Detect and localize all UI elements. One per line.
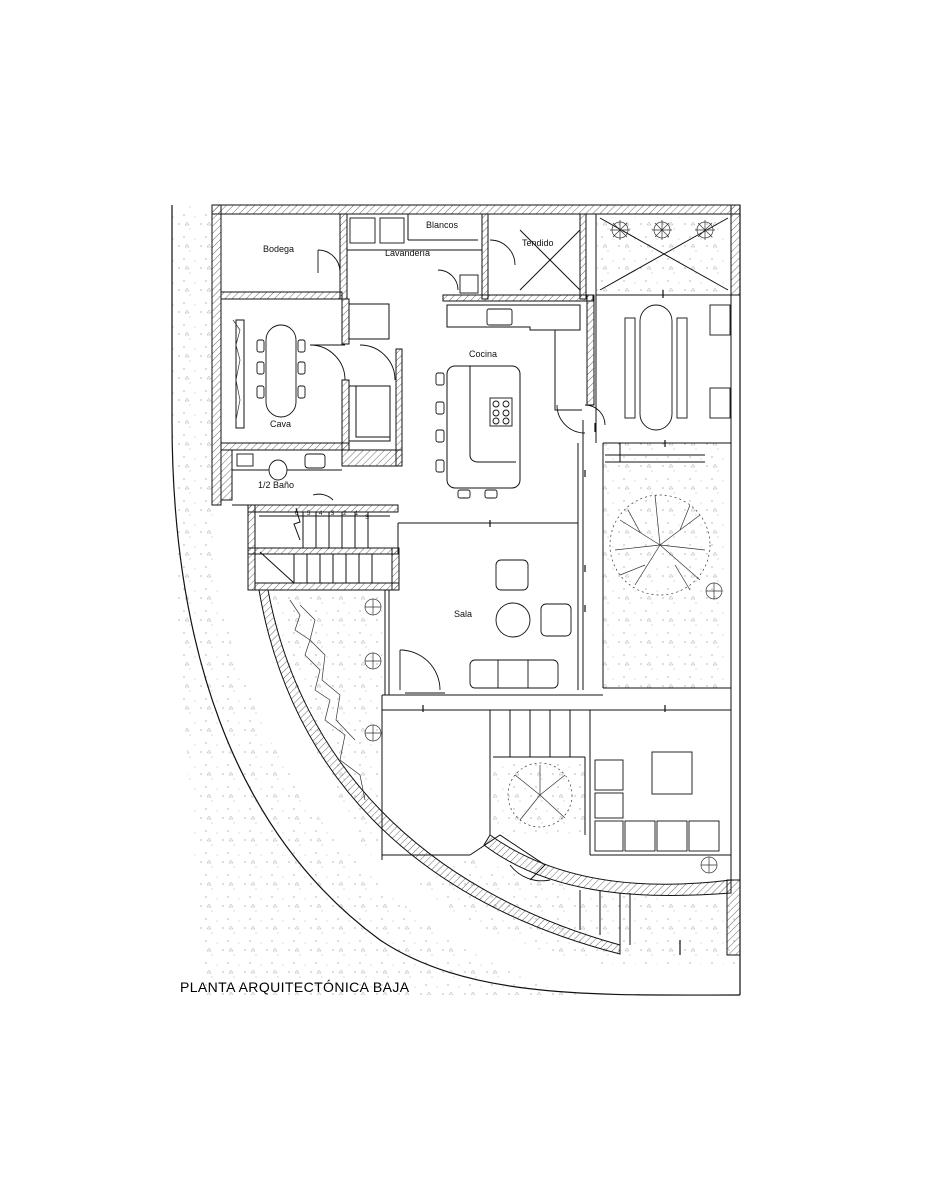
label-tendido: Tendido (522, 238, 554, 248)
label-blancos: Blancos (426, 220, 459, 230)
exterior-walls (211, 204, 741, 956)
stair-step-1: 1 (355, 511, 359, 517)
label-sala: Sala (454, 609, 472, 619)
opening-marks (422, 290, 681, 955)
label-lavanderia: Lavandería (385, 248, 430, 258)
room-labels: Bodega Lavandería Blancos Tendido Cocina… (258, 220, 554, 619)
stair-numbers: 6 5 4 3 2 1 S (295, 511, 369, 521)
stair-step-5: 5 (307, 511, 311, 517)
label-cocina: Cocina (469, 349, 497, 359)
label-bano: 1/2 Baño (258, 480, 294, 490)
rock-edge (289, 599, 366, 801)
stair-step-6: 6 (295, 511, 299, 517)
large-tree-icon (609, 494, 711, 596)
stair-step-2: 2 (343, 511, 347, 517)
shrub-icons (364, 220, 723, 874)
label-cava: Cava (270, 419, 291, 429)
stair-step-4: 4 (319, 511, 323, 517)
site-boundary (171, 205, 741, 996)
doors (309, 239, 606, 882)
stair-step-3: 3 (331, 511, 335, 517)
label-bodega: Bodega (263, 244, 294, 254)
furniture (236, 217, 731, 852)
drawing-title: PLANTA ARQUITECTÓNICA BAJA (180, 979, 410, 995)
stair-step-s: S (365, 515, 369, 521)
garden-areas (172, 205, 735, 995)
small-tree-icon (507, 762, 573, 828)
plants (232, 220, 723, 874)
